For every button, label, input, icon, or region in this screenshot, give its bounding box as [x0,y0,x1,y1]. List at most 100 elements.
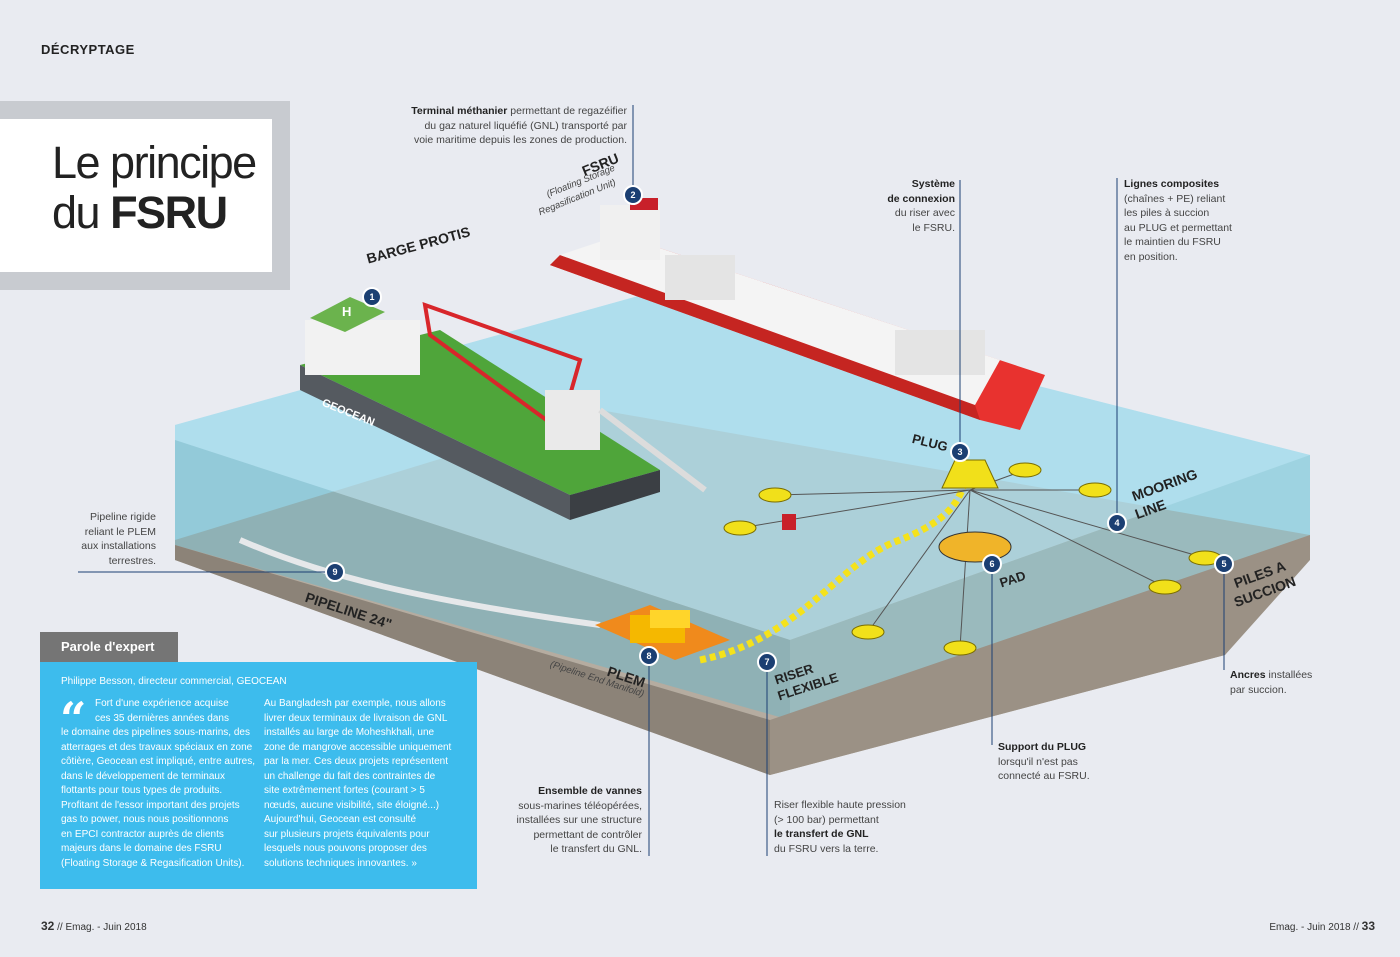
callout-vannes-l2: sous-marines téléopérées, [518,799,642,812]
footer-left: 32 // Emag. - Juin 2018 [41,919,147,933]
callout-lignes-l2: (chaînes + PE) reliant [1124,192,1226,205]
expert-col2-line: zone de mangrove accessible uniquement [264,741,452,753]
callout-riser-bold: le transfert de GNL [774,828,869,840]
callout-lignes-l4: au PLUG et permettant [1124,221,1232,234]
expert-col1-line: Profitant de l'essor important des proje… [61,799,240,811]
marker-7: 7 [757,652,777,672]
callout-riser-l2: (> 100 bar) permettant [774,813,879,826]
expert-col2-line: par la mer. Ces deux projets représenten… [264,756,448,767]
expert-col1-line: dans le développement de terminaux [61,770,225,782]
ship-fsru [550,198,1045,430]
callout-pipeline: Pipeline rigide reliant le PLEM aux inst… [40,510,156,568]
callout-lignes: Lignes composites (chaînes + PE) reliant… [1124,177,1284,264]
callout-systeme-l3: du riser avec [894,207,955,219]
expert-col1-line: (Floating Storage & Regasification Units… [61,857,245,869]
expert-col2-line: sur plusieurs projets équivalents pour [264,828,430,840]
leader-lines [78,105,1225,856]
expert-tab: Parole d'expert [40,632,178,662]
callout-systeme-b1: Système [911,178,955,190]
marker-2: 2 [623,185,643,205]
water-front-left [175,440,790,720]
callout-ancres-bold: Ancres [1230,669,1266,681]
suction-piles [723,462,1222,656]
callout-pipeline-l4: terrestres. [108,554,156,567]
pipeline-24 [238,537,601,628]
callout-terminal-bold: Terminal méthanier [411,105,508,117]
callout-support-bold: Support du PLUG [998,741,1087,753]
expert-col2-line: site extrêmement fortes (courant > 5 [264,785,425,796]
callout-terminal-l3: voie maritime depuis les zones de produc… [413,134,627,146]
callout-terminal: Terminal méthanier permettant de regazéi… [330,104,627,148]
expert-col-2: Au Bangladesh par exemple, nous allons l… [264,697,469,871]
callout-lignes-l6: en position. [1124,250,1178,263]
page-title-line2: du FSRU [52,187,228,239]
callout-riser-l1: Riser flexible haute pression [774,799,906,811]
callout-lignes-l3: les piles à succion [1124,207,1210,219]
callout-riser-l4: du FSRU vers la terre. [774,842,879,855]
expert-col1-line: majeurs dans le domaine des FSRU [61,843,222,854]
callout-lignes-bold: Lignes composites [1124,178,1220,190]
callout-terminal-l2: du gaz naturel liquéfié (GNL) transporté… [424,119,627,132]
label-helipad: H [342,304,352,319]
section-label: DÉCRYPTAGE [41,42,135,57]
expert-author: Philippe Besson, directeur commercial, G… [61,676,287,687]
marker-5: 5 [1214,554,1234,574]
page-number-right: 33 [1361,919,1375,933]
expert-col-1: Fort d'une expérience acquise ces 35 der… [61,697,271,871]
callout-ancres: Ancres installées par succion. [1230,668,1360,697]
footer-right: Emag. - Juin 2018 // 33 [1269,919,1375,933]
callout-lignes-l5: le maintien du FSRU [1124,236,1221,248]
plem [595,605,730,660]
expert-col2-line: Au Bangladesh par exemple, nous allons [264,698,446,709]
seabed-side-left [175,545,770,775]
footer-left-text: // Emag. - Juin 2018 [54,922,147,933]
expert-col1-line: flottants pour tous types de produits. [61,785,223,796]
expert-col2-line: nœuds, aucune visibilité, site éloigné..… [264,799,440,811]
buoy [782,514,796,530]
expert-box: Philippe Besson, directeur commercial, G… [40,662,477,889]
callout-support-l2: lorsqu'il n'est pas [998,755,1078,768]
expert-col1-line: gas to power, nous nous positionnons [61,814,229,825]
expert-col1-line: côtière, Geocean est impliqué, entre aut… [61,756,255,767]
callout-pipeline-l3: aux installations [81,540,156,552]
marker-4: 4 [1107,513,1127,533]
page-title-line1: Le principe [52,137,257,188]
water-front-right [790,455,1310,720]
callout-systeme: Système de connexion du riser avec le FS… [840,177,955,235]
marker-3: 3 [950,442,970,462]
marker-6: 6 [982,554,1002,574]
expert-col1-line: ces 35 dernières années dans [95,712,229,724]
callout-systeme-l4: le FSRU. [912,221,955,234]
callout-vannes-l4: permettant de contrôler [533,828,642,841]
callout-support: Support du PLUG lorsqu'il n'est pas conn… [998,740,1128,784]
expert-col2-line: lesquels nous pouvons proposer des [264,843,427,854]
callout-pipeline-l2: reliant le PLEM [84,525,156,538]
plug [941,459,999,489]
expert-col2-line: installés au large de Moheshkhali, une [264,727,435,738]
riser-flexible [699,479,969,664]
barge-protis [300,297,707,520]
title-box [0,119,272,272]
callout-systeme-b2: de connexion [887,192,955,205]
callout-vannes: Ensemble de vannes sous-marines téléopér… [480,784,642,857]
marker-8: 8 [639,646,659,666]
callout-support-l3: connecté au FSRU. [998,770,1090,782]
expert-col2-line: livrer deux terminaux de livraison de GN… [264,712,448,724]
callout-riser: Riser flexible haute pression (> 100 bar… [774,798,934,856]
mooring-lines [739,469,1206,649]
callout-vannes-l3: installées sur une structure [516,814,642,826]
page-number-left: 32 [41,919,55,933]
footer-right-text: Emag. - Juin 2018 // [1269,922,1362,933]
callout-ancres-l1: installées [1265,669,1313,681]
callout-vannes-l5: le transfert du GNL. [550,843,642,855]
quote-mark-icon: “ [60,692,87,746]
title-prefix: du [52,187,111,238]
expert-col2-line: Aujourd'hui, Geocean est consulté [264,814,417,825]
marker-9: 9 [325,562,345,582]
seabed-side-right [770,535,1310,775]
callout-vannes-bold: Ensemble de vannes [538,785,642,797]
marker-1: 1 [362,287,382,307]
expert-col1-line: le domaine des pipelines sous-marins, de… [61,727,250,738]
expert-col2-line: solutions techniques innovantes. » [264,857,417,869]
